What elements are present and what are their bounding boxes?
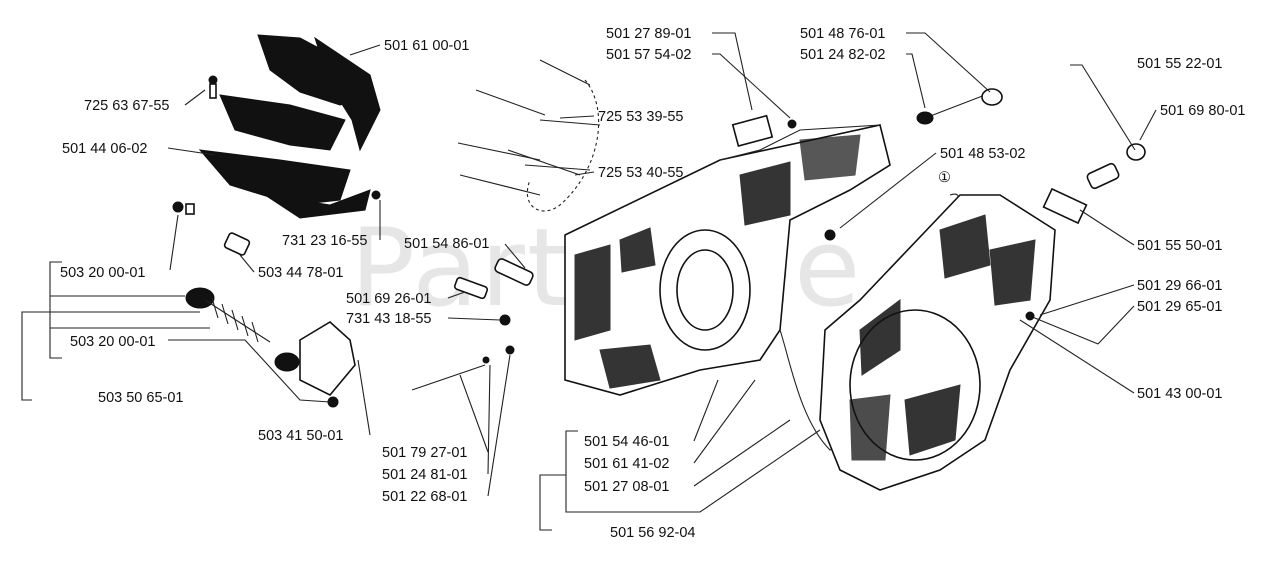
label-503-20-00-01-a: 503 20 00-01 xyxy=(60,265,145,281)
shield-screws xyxy=(208,75,381,200)
label-501-22-68-01: 501 22 68-01 xyxy=(382,489,467,505)
label-501-24-82-02: 501 24 82-02 xyxy=(800,47,885,63)
label-731-23-16-55: 731 23 16-55 xyxy=(282,233,367,249)
callout-1: ① xyxy=(938,170,951,186)
label-503-20-00-01-b: 503 20 00-01 xyxy=(70,334,155,350)
buffer-spring-assembly xyxy=(172,201,356,408)
right-fittings xyxy=(916,88,1146,345)
label-501-56-92-04: 501 56 92-04 xyxy=(610,525,695,541)
label-725-53-39-55: 725 53 39-55 xyxy=(598,109,683,125)
label-503-44-78-01: 503 44 78-01 xyxy=(258,265,343,281)
grouping-brackets xyxy=(21,261,821,531)
label-501-27-89-01: 501 27 89-01 xyxy=(606,26,691,42)
label-501-48-53-02: 501 48 53-02 xyxy=(940,146,1025,162)
label-501-54-86-01: 501 54 86-01 xyxy=(404,236,489,252)
crankcase-cover xyxy=(819,194,1056,491)
label-501-55-22-01: 501 55 22-01 xyxy=(1137,56,1222,72)
part-number-labels: 501 61 00-01 725 63 67-55 501 44 06-02 7… xyxy=(60,26,1245,541)
label-501-27-08-01: 501 27 08-01 xyxy=(584,479,669,495)
heat-shield-part xyxy=(198,34,381,219)
small-fittings xyxy=(411,258,534,391)
leader-lines xyxy=(167,32,1157,497)
label-501-69-26-01: 501 69 26-01 xyxy=(346,291,431,307)
label-501-55-50-01: 501 55 50-01 xyxy=(1137,238,1222,254)
label-731-43-18-55: 731 43 18-55 xyxy=(346,311,431,327)
label-501-69-80-01: 501 69 80-01 xyxy=(1160,103,1245,119)
label-501-48-76-01: 501 48 76-01 xyxy=(800,26,885,42)
label-501-43-00-01: 501 43 00-01 xyxy=(1137,386,1222,402)
label-501-44-06-02: 501 44 06-02 xyxy=(62,141,147,157)
label-725-63-67-55: 725 63 67-55 xyxy=(84,98,169,114)
label-725-53-40-55: 725 53 40-55 xyxy=(598,165,683,181)
label-501-29-65-01: 501 29 65-01 xyxy=(1137,299,1222,315)
label-503-50-65-01: 503 50 65-01 xyxy=(98,390,183,406)
label-501-61-00-01: 501 61 00-01 xyxy=(384,38,469,54)
label-501-54-46-01: 501 54 46-01 xyxy=(584,434,669,450)
label-501-29-66-01: 501 29 66-01 xyxy=(1137,278,1222,294)
label-501-24-81-01: 501 24 81-01 xyxy=(382,467,467,483)
bolt-set xyxy=(457,59,601,212)
label-501-57-54-02: 501 57 54-02 xyxy=(606,47,691,63)
label-501-61-41-02: 501 61 41-02 xyxy=(584,456,669,472)
label-503-41-50-01: 503 41 50-01 xyxy=(258,428,343,444)
crankcase-half xyxy=(564,114,891,396)
label-501-79-27-01: 501 79 27-01 xyxy=(382,445,467,461)
